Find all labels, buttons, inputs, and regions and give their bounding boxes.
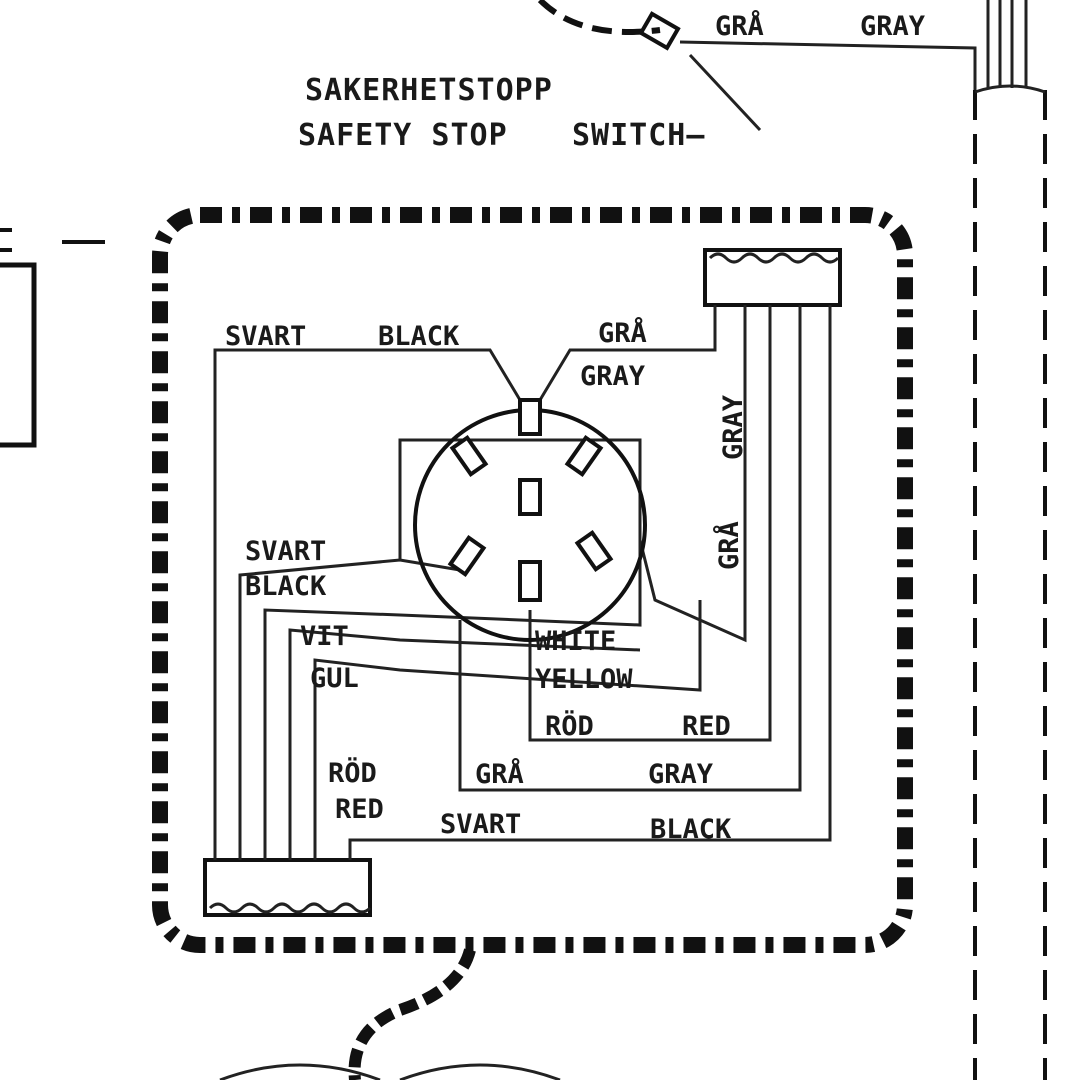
label-red-en-left: RED xyxy=(335,794,384,825)
label-red-en-mid: RED xyxy=(682,711,731,742)
label-vert-gray-sv: GRÅ xyxy=(713,521,745,570)
label-top-black-sv: SVART xyxy=(225,321,306,352)
label-yellow-sv: GUL xyxy=(310,663,359,694)
wires xyxy=(213,305,832,860)
label-red-sv-left: RÖD xyxy=(328,756,377,789)
label-gray-en-bottom: GRAY xyxy=(648,759,714,790)
top-wire-sv: GRÅ xyxy=(715,10,764,42)
bottom-cable xyxy=(348,948,476,1080)
harness-cable xyxy=(973,0,1047,1080)
title-swedish: SAKERHETSTOPP xyxy=(305,73,553,108)
bottom-component-outline xyxy=(219,1063,561,1080)
label-gray-sv-bottom: GRÅ xyxy=(475,758,524,790)
label-yellow-en: YELLOW xyxy=(535,664,633,695)
ignition-switch xyxy=(413,398,647,642)
top-wire-en: GRAY xyxy=(860,11,926,42)
label-red-sv-mid: RÖD xyxy=(545,709,594,742)
label-top-gray-sv: GRÅ xyxy=(598,317,647,349)
label-left-black-sv: SVART xyxy=(245,536,326,567)
label-top-black-en: BLACK xyxy=(378,321,460,352)
left-component xyxy=(0,228,105,448)
label-vert-gray-en: GRAY xyxy=(718,394,749,460)
title-switch: SWITCH— xyxy=(572,118,705,153)
label-black-sv-bottom: SVART xyxy=(440,809,521,840)
label-white-sv: VIT xyxy=(300,621,349,652)
label-left-black-en: BLACK xyxy=(245,571,327,602)
safety-stop-switch xyxy=(537,0,977,132)
label-top-gray-en: GRAY xyxy=(580,361,646,392)
switch-housing-outline xyxy=(152,207,913,953)
label-white-en: WHITE xyxy=(535,626,616,657)
title-english: SAFETY STOP xyxy=(298,118,508,153)
label-black-en-bottom: BLACK xyxy=(650,814,732,845)
